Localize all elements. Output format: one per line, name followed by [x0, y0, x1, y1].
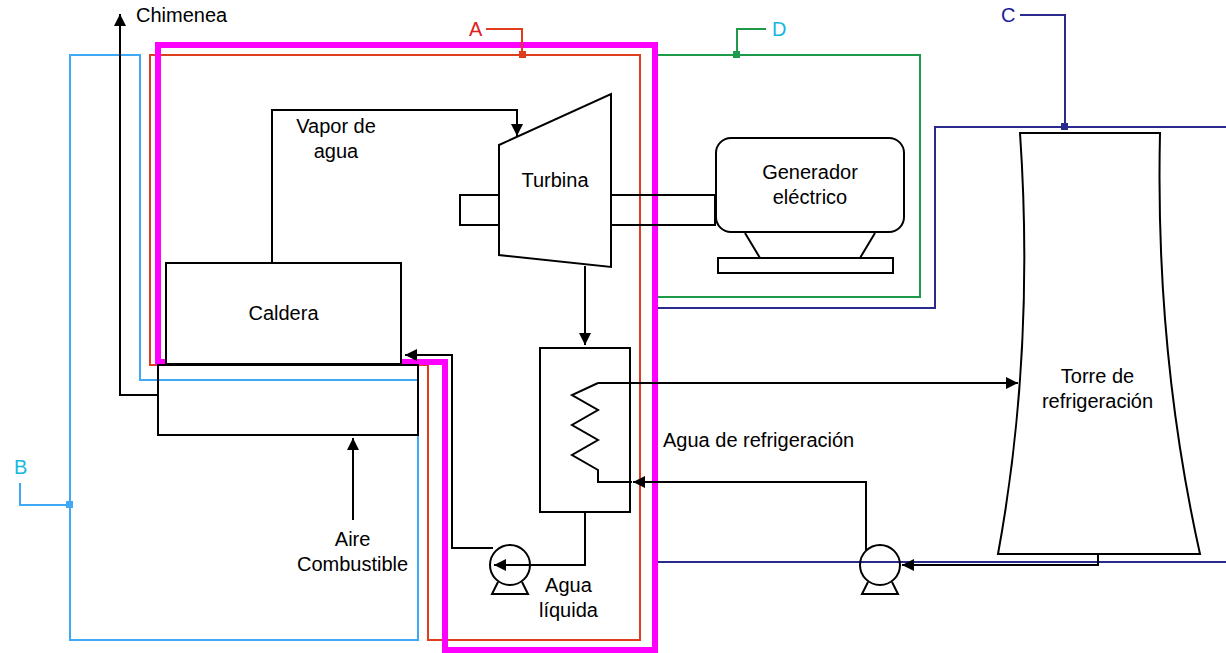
- inlet-label: Aire Combustible: [296, 527, 409, 577]
- leader-d: [737, 29, 766, 52]
- boiler-box: Caldera: [165, 262, 402, 365]
- leader-a: [486, 29, 522, 52]
- condenser-box: [540, 348, 630, 512]
- leader-b: [66, 501, 73, 508]
- shaft-stub: [460, 195, 498, 225]
- leader-c: [1020, 15, 1068, 130]
- boundary-letter: D: [771, 17, 787, 42]
- boundary-a: [150, 55, 640, 640]
- leader-b: [20, 483, 73, 508]
- leader-a: [519, 51, 526, 58]
- node-label: Torre de refrigeración: [1042, 364, 1153, 414]
- cooling-tower: Torre de refrigeración: [990, 132, 1205, 555]
- feed-pump: [492, 582, 528, 594]
- boundary-letter: A: [468, 17, 483, 42]
- boundary-c: [655, 127, 1226, 562]
- feedwater-line: [405, 355, 493, 548]
- air-fuel-arrow: [352, 438, 354, 520]
- node-label: Caldera: [248, 301, 318, 326]
- leader-c: [1061, 123, 1068, 130]
- leader-b: [20, 483, 66, 505]
- cooling-pump: [860, 545, 900, 594]
- generator-box: Generador eléctrico: [715, 137, 905, 233]
- steam-pipe: [272, 110, 517, 262]
- turbine-symbol: Turbina: [498, 93, 612, 268]
- leader-d: [733, 29, 766, 58]
- condenser-coil: [572, 383, 632, 482]
- furnace-box: [158, 365, 418, 435]
- exhaust-arrow: [584, 266, 586, 345]
- boundary-magenta: [158, 45, 655, 650]
- leader-c: [1020, 15, 1065, 124]
- cooling-tower-outline: [990, 132, 1205, 555]
- leader-a: [486, 29, 526, 58]
- feed-pump: [490, 545, 530, 585]
- stream-label: Agua líquida: [538, 573, 599, 623]
- boundary-b: [70, 55, 418, 640]
- cooling-inlet: [633, 482, 866, 550]
- generator-base: [718, 233, 893, 273]
- cooling-pump: [862, 582, 898, 594]
- boundary-letter: C: [1000, 3, 1016, 28]
- flue-arrow: [120, 14, 158, 395]
- node-label: Turbina: [521, 168, 588, 193]
- turbine-symbol-outline: [499, 94, 611, 267]
- pipe-label: Vapor de agua: [285, 114, 387, 164]
- condensate-line: [494, 512, 585, 565]
- leader-d: [733, 51, 740, 58]
- flue-label: Chimenea: [135, 3, 228, 28]
- cooling-tower-outline: [998, 133, 1200, 554]
- cooling-outlet: [598, 382, 1018, 384]
- generator-base: [745, 233, 875, 258]
- boundary-d: [655, 55, 920, 297]
- feed-pump: [490, 545, 530, 594]
- generator-base: [718, 258, 893, 273]
- stream-label: Agua de refrigeración: [662, 428, 855, 453]
- cooling-return: [902, 555, 1098, 565]
- boundary-letter: B: [13, 455, 28, 480]
- turbine-shaft: [612, 195, 715, 225]
- node-label: Generador eléctrico: [762, 160, 858, 210]
- cooling-pump: [860, 545, 900, 585]
